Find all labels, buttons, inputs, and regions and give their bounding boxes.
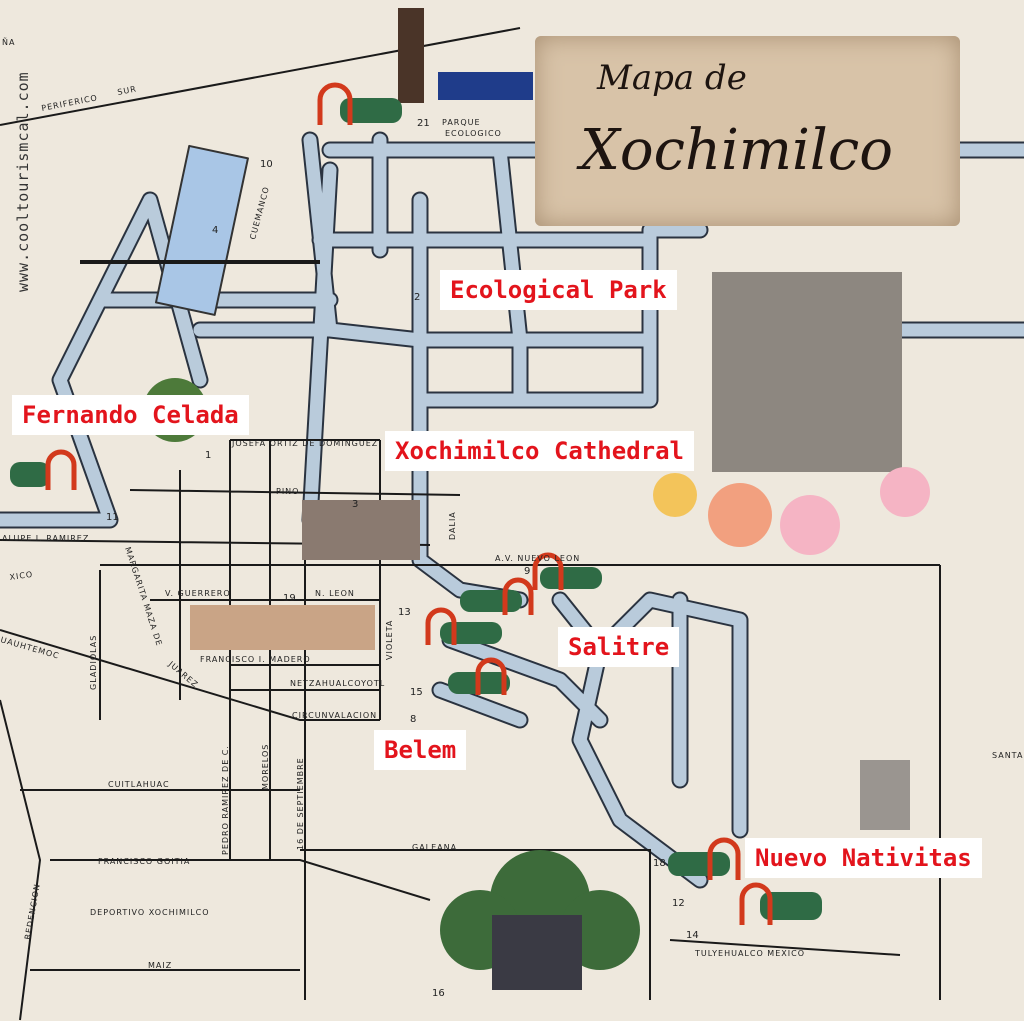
street-label: N. LEON <box>315 589 355 598</box>
street-label: ÑA <box>2 37 15 47</box>
street-label: 16 DE SEPTIEMBRE <box>296 757 305 850</box>
stone-carving-image <box>712 272 902 472</box>
label-fernando-celada: Fernando Celada <box>12 395 249 435</box>
stone-idol-image <box>860 760 910 830</box>
site-number: 18 <box>653 858 666 869</box>
street-label: TULYEHUALCO MEXICO <box>694 949 805 958</box>
label-xochimilco-cathedral: Xochimilco Cathedral <box>385 431 694 471</box>
site-number: 9 <box>524 566 530 577</box>
site-number: 4 <box>212 225 218 236</box>
market-building-image <box>190 605 375 650</box>
site-number: 19 <box>283 593 296 604</box>
street-label: MORELOS <box>261 744 270 790</box>
street-label: NETZAHUALCOYOTL <box>290 679 385 688</box>
street-label: CUITLAHUAC <box>108 780 170 789</box>
site-number: 10 <box>260 159 273 170</box>
street-label: VIOLETA <box>385 620 394 660</box>
street-label: GALEANA <box>412 843 457 852</box>
site-number: 16 <box>432 988 445 999</box>
street-label: XICO <box>9 570 34 582</box>
site-number: 12 <box>672 898 685 909</box>
street-label: MARGARITA MAZA DE <box>123 546 164 648</box>
street-label: REDENCION <box>23 883 42 941</box>
tower-image <box>398 8 424 103</box>
site-number: 21 <box>417 118 430 129</box>
site-number: 14 <box>686 930 699 941</box>
site-number: 11 <box>106 512 119 523</box>
street-label: DEPORTIVO XOCHIMILCO <box>90 908 210 917</box>
label-ecological-park: Ecological Park <box>440 270 677 310</box>
street-label: MAIZ <box>148 961 172 970</box>
street-label: ECOLOGICO <box>445 129 502 138</box>
street-label: JOSEFA ORTIZ DE DOMINGUEZ <box>231 439 378 448</box>
label-nuevo-nativitas: Nuevo Nativitas <box>745 838 982 878</box>
title-line-1: Mapa de <box>597 58 747 98</box>
street-label: PINO <box>276 487 299 496</box>
street-label: V. GUERRERO <box>165 589 231 598</box>
cathedral-image <box>302 500 420 560</box>
street-label: CUEMANCO <box>248 185 271 240</box>
site-number: 8 <box>410 714 416 725</box>
flowers-image <box>653 467 930 555</box>
roads <box>0 27 941 1021</box>
street-label: FRANCISCO I. MADERO <box>200 655 311 664</box>
site-number: 15 <box>410 687 423 698</box>
street-label: SUR <box>117 84 138 97</box>
street-label: PERIFERICO <box>41 93 99 113</box>
street-label: SANTA <box>992 751 1023 760</box>
site-number: 1 <box>205 450 211 461</box>
street-label: PEDRO RAMIREZ DE C. <box>221 745 230 855</box>
site-number: 2 <box>414 292 420 303</box>
forest-image <box>440 850 640 990</box>
label-belem: Belem <box>374 730 467 770</box>
watermark: www.cooltourismcal.com <box>14 71 32 292</box>
street-label: CIRCUNVALACION <box>292 711 377 720</box>
label-salitre: Salitre <box>558 627 680 667</box>
title-line-2: Xochimilco <box>580 118 893 183</box>
street-label: GLADIOLAS <box>89 635 98 690</box>
street-label: A.V. NUEVO LEON <box>495 554 580 563</box>
site-number: 13 <box>398 607 411 618</box>
street-label: DALIA <box>448 511 457 540</box>
site-number: 3 <box>352 499 358 510</box>
canals <box>0 131 1024 889</box>
trajineras <box>10 82 822 925</box>
site-numbers: 1 2 3 4 8 9 10 11 12 13 14 15 16 18 19 2… <box>106 118 699 999</box>
map-title: Mapa de Xochimilco <box>535 36 960 226</box>
street-label: ALUPE I. RAMIREZ <box>2 534 89 543</box>
street-label: PARQUE <box>442 118 481 127</box>
street-label: FRANCISCO GOITIA <box>98 857 190 866</box>
building-image <box>438 72 533 100</box>
